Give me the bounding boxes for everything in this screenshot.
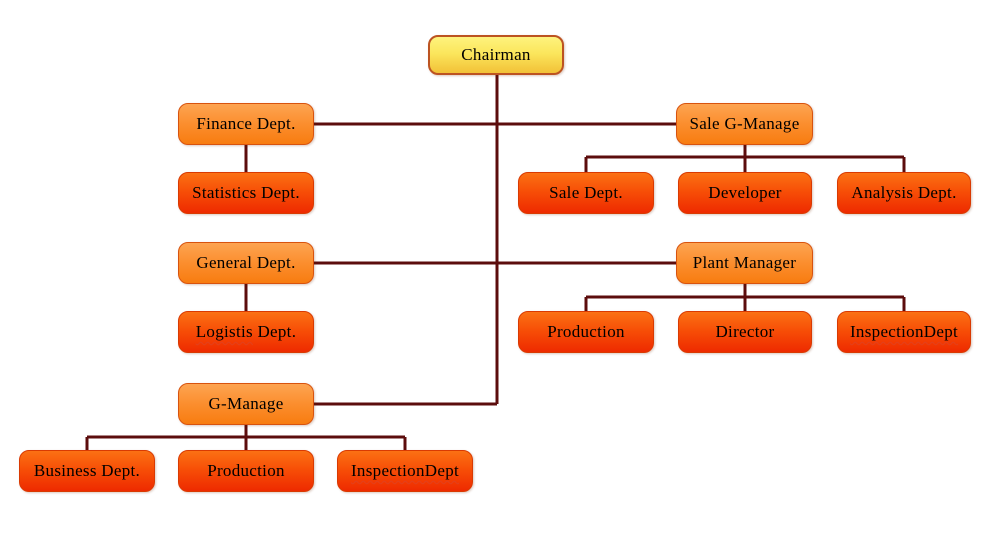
node-label: G-Manage: [208, 394, 284, 413]
misspelled-word: Logistis: [195, 322, 253, 341]
node-label: Sale G-Manage: [689, 114, 800, 133]
node-label: Production: [207, 461, 285, 480]
connector-trunk: [85, 75, 906, 450]
node-logistis-dept: Logistis Dept.: [178, 311, 314, 353]
node-developer: Developer: [678, 172, 812, 214]
node-label: Sale Dept.: [549, 183, 623, 202]
node-label: Statistics Dept.: [192, 183, 300, 202]
node-label: Developer: [708, 183, 782, 202]
node-inspection-dept-plant: InspectionDept: [837, 311, 971, 353]
node-inspection-dept-g: InspectionDept: [337, 450, 473, 492]
node-label: Production: [547, 322, 625, 341]
node-label: Finance Dept.: [196, 114, 296, 133]
node-production-g: Production: [178, 450, 314, 492]
node-statistics-dept: Statistics Dept.: [178, 172, 314, 214]
node-finance-dept: Finance Dept.: [178, 103, 314, 145]
node-g-manage: G-Manage: [178, 383, 314, 425]
node-label: Plant Manager: [692, 253, 797, 272]
node-label: InspectionDept: [849, 322, 959, 341]
node-label: General Dept.: [196, 253, 296, 272]
node-sale-dept: Sale Dept.: [518, 172, 654, 214]
node-label-suffix: Dept.: [252, 322, 297, 341]
node-label: InspectionDept: [350, 461, 460, 480]
node-label: Logistis Dept.: [196, 322, 297, 342]
node-analysis-dept: Analysis Dept.: [837, 172, 971, 214]
node-label: Chairman: [461, 45, 531, 64]
node-label: Analysis Dept.: [851, 183, 957, 202]
node-sale-g-manage: Sale G-Manage: [676, 103, 813, 145]
node-production-plant: Production: [518, 311, 654, 353]
node-business-dept: Business Dept.: [19, 450, 155, 492]
node-director: Director: [678, 311, 812, 353]
node-chairman: Chairman: [428, 35, 564, 75]
node-plant-manager: Plant Manager: [676, 242, 813, 284]
node-label: Business Dept.: [33, 461, 141, 480]
node-label: Director: [715, 322, 775, 341]
node-general-dept: General Dept.: [178, 242, 314, 284]
